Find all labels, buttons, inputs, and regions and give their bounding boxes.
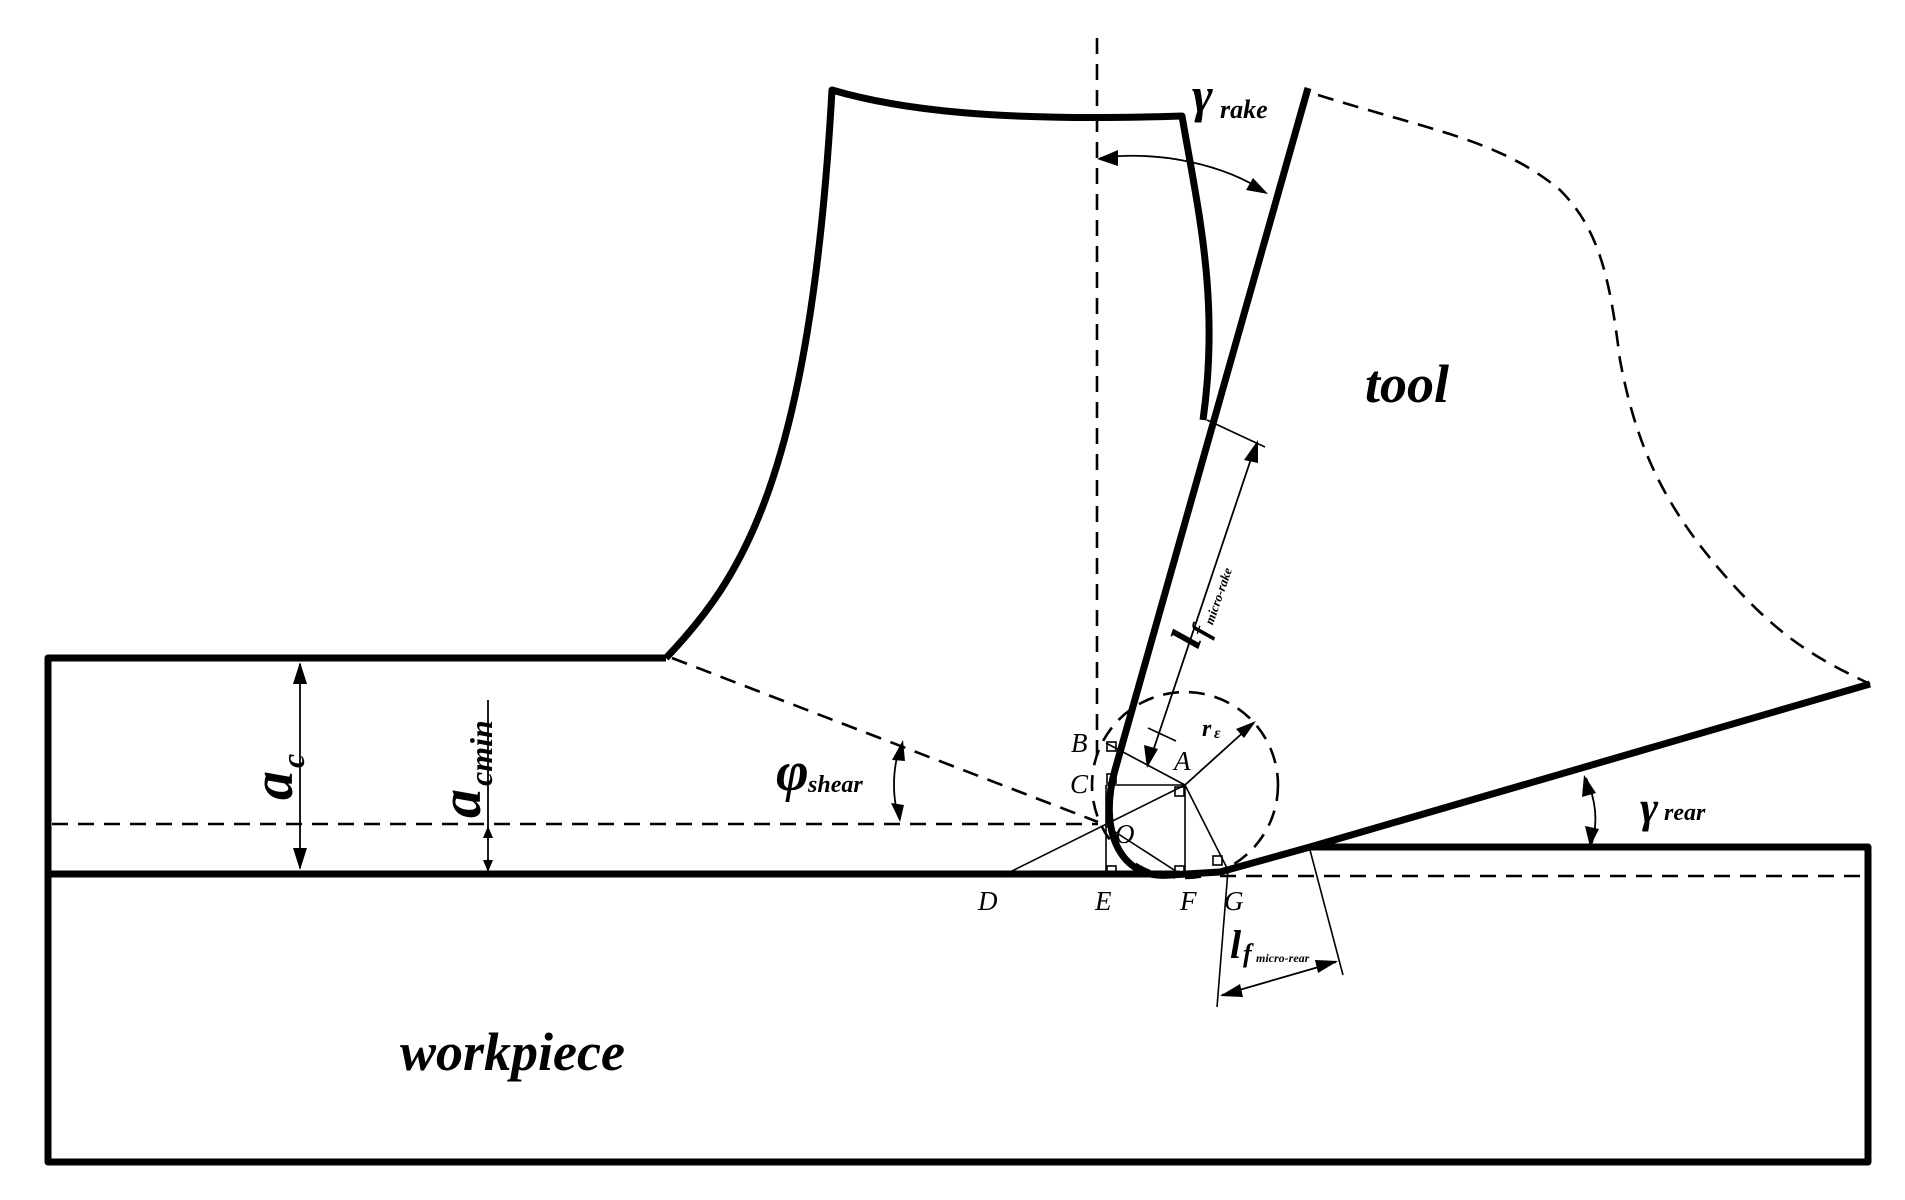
rake-angle-arc [1097, 150, 1268, 194]
svg-text:rear: rear [1664, 800, 1706, 826]
svg-text:f: f [1243, 939, 1254, 968]
workpiece-label: workpiece [400, 1022, 625, 1082]
svg-text:micro-rear: micro-rear [1256, 951, 1310, 965]
svg-text:r: r [1202, 716, 1212, 742]
svg-text:rake: rake [1220, 95, 1268, 124]
point-label-C: C [1070, 769, 1089, 799]
workpiece-outline [44, 843, 1872, 1166]
svg-text:a: a [428, 789, 493, 818]
acmin-label: a cmin [428, 720, 499, 818]
svg-text:cmin: cmin [463, 720, 499, 786]
svg-text:φ: φ [776, 741, 809, 803]
r-epsilon-label: r ε [1202, 716, 1221, 742]
svg-text:shear: shear [807, 772, 863, 798]
shear-angle-arc [891, 740, 905, 822]
gamma-rear-label: γ rear [1640, 783, 1706, 832]
point-label-G: G [1224, 886, 1244, 916]
point-label-A: A [1172, 746, 1191, 776]
ac-dimension [293, 662, 307, 870]
edge-radius-circle [1090, 690, 1280, 880]
svg-text:ε: ε [1214, 725, 1221, 742]
radius-arrow [1184, 727, 1249, 786]
ac-label: a c [240, 754, 311, 800]
acmin-dimension [483, 700, 493, 872]
chip-outline [663, 86, 1213, 661]
lf-micro-rear-label: l f micro-rear [1230, 922, 1310, 968]
point-label-B: B [1071, 728, 1088, 758]
lf-micro-rake-dimension [1144, 419, 1266, 768]
shear-plane-line [671, 656, 1099, 824]
construction-lines [999, 741, 1229, 878]
lf-micro-rear-dimension [1216, 849, 1344, 1008]
svg-text:micro-rake: micro-rake [1201, 565, 1235, 626]
point-label-F: F [1179, 886, 1197, 916]
point-label-E: E [1094, 886, 1112, 916]
gamma-rake-label: γ rake [1192, 67, 1268, 124]
uncut-layer-outline [44, 654, 666, 874]
tool-label: tool [1365, 354, 1449, 414]
tool-dashed-back [1317, 93, 1871, 686]
point-label-O: O [1115, 819, 1135, 849]
svg-text:γ: γ [1192, 67, 1213, 123]
svg-text:a: a [240, 771, 305, 800]
svg-text:l: l [1230, 922, 1242, 967]
rear-angle-arc [1582, 775, 1599, 847]
tool-rake-face [1105, 87, 1871, 879]
svg-text:γ: γ [1640, 783, 1659, 832]
point-label-D: D [977, 886, 998, 916]
svg-text:c: c [275, 754, 311, 768]
phi-shear-label: φ shear [776, 741, 863, 803]
